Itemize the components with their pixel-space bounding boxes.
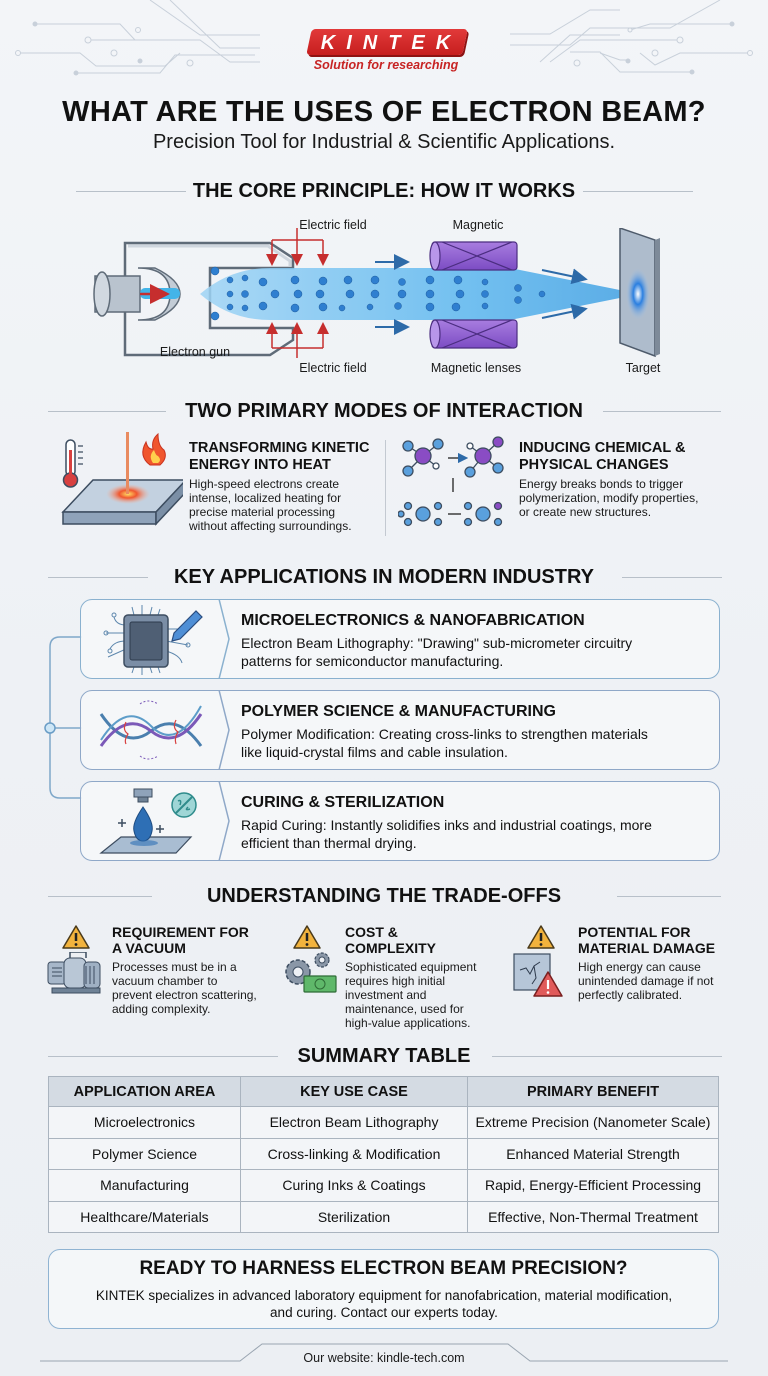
divider xyxy=(76,191,186,192)
table-row: Manufacturing Curing Inks & Coatings Rap… xyxy=(48,1169,719,1202)
label-magnetic-lenses: Magnetic lenses xyxy=(430,361,522,375)
label-magnetic: Magnetic xyxy=(452,218,504,232)
card-divider-arrow xyxy=(211,690,230,770)
molecule-icon xyxy=(398,436,504,527)
warning-icon xyxy=(293,925,321,949)
application-desc: Electron Beam Lithography: "Drawing" sub… xyxy=(241,635,633,669)
label-electron-gun: Electron gun xyxy=(159,345,231,359)
chip-icon xyxy=(103,605,203,675)
application-card-microelectronics: MICROELECTRONICS & NANOFABRICATION Elect… xyxy=(80,599,720,679)
tradeoff-damage-desc: High energy can cause unintended damage … xyxy=(578,960,714,1002)
heat-icon xyxy=(61,432,183,526)
cta-title: READY TO HARNESS ELECTRON BEAM PRECISION… xyxy=(139,1258,628,1279)
table-row: Healthcare/Materials Sterilization Effec… xyxy=(48,1200,719,1233)
tradeoff-vacuum-desc: Processes must be in a vacuum chamber to… xyxy=(112,960,257,1016)
card-divider-arrow xyxy=(211,781,230,861)
warning-icon xyxy=(527,925,555,949)
application-title: MICROELECTRONICS & NANOFABRICATION xyxy=(241,612,585,629)
cta-box: READY TO HARNESS ELECTRON BEAM PRECISION… xyxy=(48,1249,719,1329)
divider xyxy=(617,896,721,897)
label-electric-field-top: Electric field xyxy=(299,218,367,232)
tradeoff-vacuum-title: REQUIREMENT FOR A VACUUM xyxy=(112,924,249,956)
table-cell: Microelectronics xyxy=(48,1106,241,1139)
polymer-icon xyxy=(99,700,203,760)
table-cell: Curing Inks & Coatings xyxy=(240,1169,468,1202)
electron-beam-diagram xyxy=(93,228,660,358)
tree-connector xyxy=(44,636,82,799)
column-header: KEY USE CASE xyxy=(240,1076,468,1107)
logo-text: KINTEK xyxy=(320,32,462,54)
column-header: APPLICATION AREA xyxy=(48,1076,241,1107)
page-title: WHAT ARE THE USES OF ELECTRON BEAM? xyxy=(62,96,706,128)
table-row: Polymer Science Cross-linking & Modifica… xyxy=(48,1137,719,1170)
label-target: Target xyxy=(625,361,661,375)
table-cell: Sterilization xyxy=(240,1200,468,1233)
footer-website-link[interactable]: Our website: kindle-tech.com xyxy=(303,1351,465,1365)
divider xyxy=(583,191,693,192)
application-title: POLYMER SCIENCE & MANUFACTURING xyxy=(241,703,556,720)
section-heading-tradeoffs: UNDERSTANDING THE TRADE-OFFS xyxy=(206,885,562,907)
column-header: PRIMARY BENEFIT xyxy=(467,1076,719,1107)
table-cell: Extreme Precision (Nanometer Scale) xyxy=(467,1106,719,1139)
divider xyxy=(603,411,721,412)
vacuum-pump-icon xyxy=(47,952,101,994)
modes-divider xyxy=(385,440,386,536)
table-cell: Rapid, Energy-Efficient Processing xyxy=(467,1169,719,1202)
mode-chemical-title: INDUCING CHEMICAL & PHYSICAL CHANGES xyxy=(519,440,686,473)
label-electric-field-bottom: Electric field xyxy=(299,361,367,375)
tradeoff-cost-title: COST & COMPLEXITY xyxy=(345,924,437,956)
table-header-row: APPLICATION AREA KEY USE CASE PRIMARY BE… xyxy=(48,1076,719,1107)
table-row: Microelectronics Electron Beam Lithograp… xyxy=(48,1106,719,1139)
divider xyxy=(492,1056,722,1057)
mode-heat-desc: High-speed electrons create intense, loc… xyxy=(189,477,352,533)
logo-tagline: Solution for researching xyxy=(313,58,459,72)
table-cell: Healthcare/Materials xyxy=(48,1200,241,1233)
table-cell: Manufacturing xyxy=(48,1169,241,1202)
page-subtitle: Precision Tool for Industrial & Scientif… xyxy=(152,131,616,153)
table-cell: Electron Beam Lithography xyxy=(240,1106,468,1139)
warning-icon xyxy=(62,925,90,949)
card-divider-arrow xyxy=(211,599,230,679)
footer-tab-line xyxy=(40,1343,728,1362)
section-heading-applications: KEY APPLICATIONS IN MODERN INDUSTRY xyxy=(173,566,595,588)
table-cell: Cross-linking & Modification xyxy=(240,1137,468,1170)
application-title: CURING & STERILIZATION xyxy=(241,794,445,811)
table-cell: Polymer Science xyxy=(48,1137,241,1170)
mode-heat-title: TRANSFORMING KINETIC ENERGY INTO HEAT xyxy=(189,440,370,473)
summary-table: APPLICATION AREA KEY USE CASE PRIMARY BE… xyxy=(48,1076,719,1233)
table-cell: Effective, Non-Thermal Treatment xyxy=(467,1200,719,1233)
divider xyxy=(48,896,152,897)
section-heading-modes: TWO PRIMARY MODES OF INTERACTION xyxy=(185,400,583,422)
material-damage-icon xyxy=(513,953,563,997)
application-card-curing: CURING & STERILIZATION Rapid Curing: Ins… xyxy=(80,781,720,861)
tradeoff-cost-desc: Sophisticated equipment requires high in… xyxy=(345,960,477,1030)
divider xyxy=(48,1056,278,1057)
cta-desc: KINTEK specializes in advanced laborator… xyxy=(95,1288,673,1320)
circuit-decoration-left xyxy=(15,0,260,76)
section-heading-summary: SUMMARY TABLE xyxy=(297,1045,471,1067)
application-desc: Rapid Curing: Instantly solidifies inks … xyxy=(241,817,652,851)
application-desc: Polymer Modification: Creating cross-lin… xyxy=(241,726,648,760)
divider xyxy=(48,577,148,578)
table-cell: Enhanced Material Strength xyxy=(467,1137,719,1170)
curing-icon xyxy=(99,788,197,854)
divider xyxy=(48,411,166,412)
application-card-polymer: POLYMER SCIENCE & MANUFACTURING Polymer … xyxy=(80,690,720,770)
section-heading-core-principle: THE CORE PRINCIPLE: HOW IT WORKS xyxy=(192,180,576,202)
circuit-decoration-right xyxy=(510,0,753,75)
divider xyxy=(622,577,722,578)
mode-chemical-desc: Energy breaks bonds to trigger polymeriz… xyxy=(519,477,699,519)
cost-gears-icon xyxy=(285,952,337,993)
tradeoff-damage-title: POTENTIAL FOR MATERIAL DAMAGE xyxy=(578,924,716,956)
